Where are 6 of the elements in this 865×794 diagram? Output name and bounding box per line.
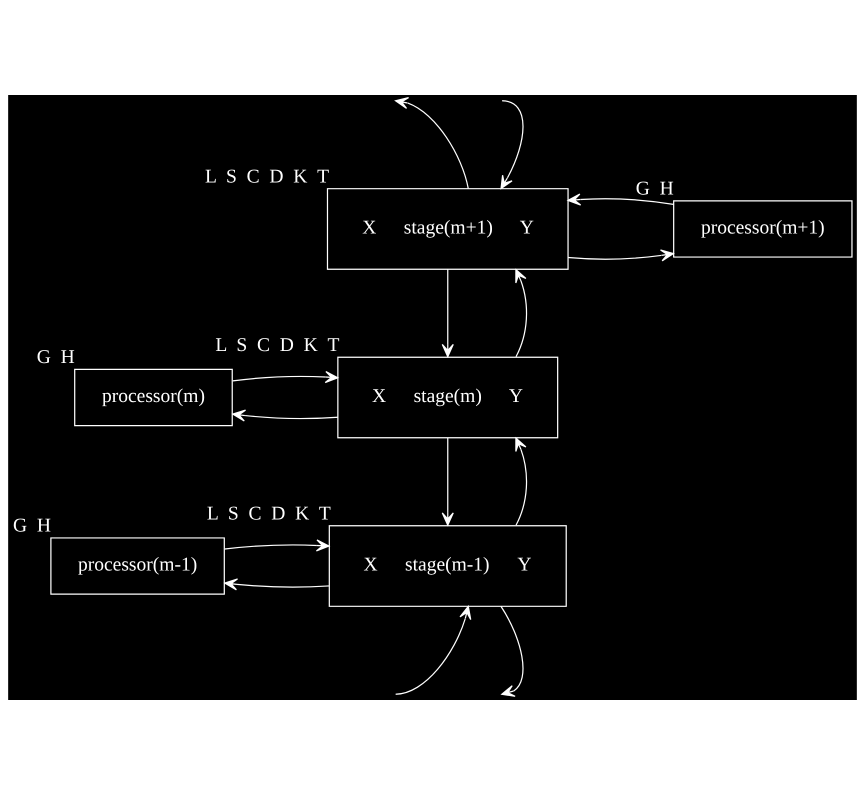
node-label: G H <box>636 178 674 200</box>
node-label: L S C D K T <box>205 166 330 187</box>
node-label: G H <box>12 515 51 536</box>
node-label: L S C D K T <box>215 334 340 356</box>
node-label: L S C D K T <box>206 502 331 524</box>
node-label: G H <box>36 346 75 368</box>
